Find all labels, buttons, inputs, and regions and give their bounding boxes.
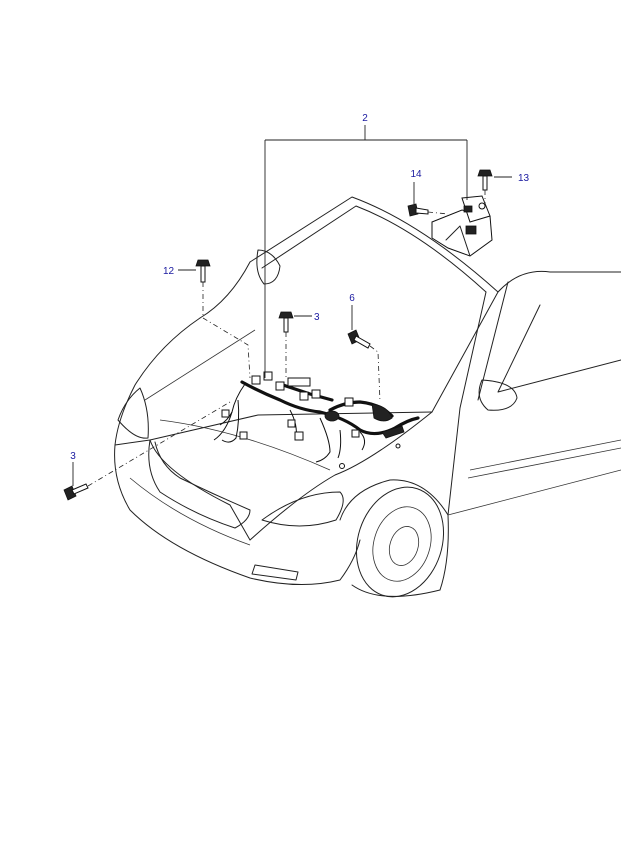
callout-bolt-3-center: 3 <box>314 312 320 323</box>
callout-harness: 2 <box>362 113 368 124</box>
bolt-3-center <box>278 311 294 333</box>
car-body-outline <box>114 196 621 598</box>
callout-bolt-3-left: 3 <box>70 451 76 462</box>
bolt-13 <box>477 169 493 191</box>
engine-wiring-harness <box>213 371 420 469</box>
bolt-14 <box>407 203 429 217</box>
junction-box-bracket <box>431 195 493 257</box>
bolt-3-left <box>63 483 89 501</box>
callout-bolt-6: 6 <box>349 293 355 304</box>
callout-bolt-14: 14 <box>410 169 422 180</box>
callout-labels: 2 14 13 12 6 3 3 <box>70 113 529 462</box>
bolt-6 <box>347 329 371 349</box>
bolt-12 <box>195 259 211 283</box>
callout-bolt-12: 12 <box>163 266 175 277</box>
callout-bolt-13: 13 <box>518 173 530 184</box>
leader-lines <box>72 125 512 487</box>
